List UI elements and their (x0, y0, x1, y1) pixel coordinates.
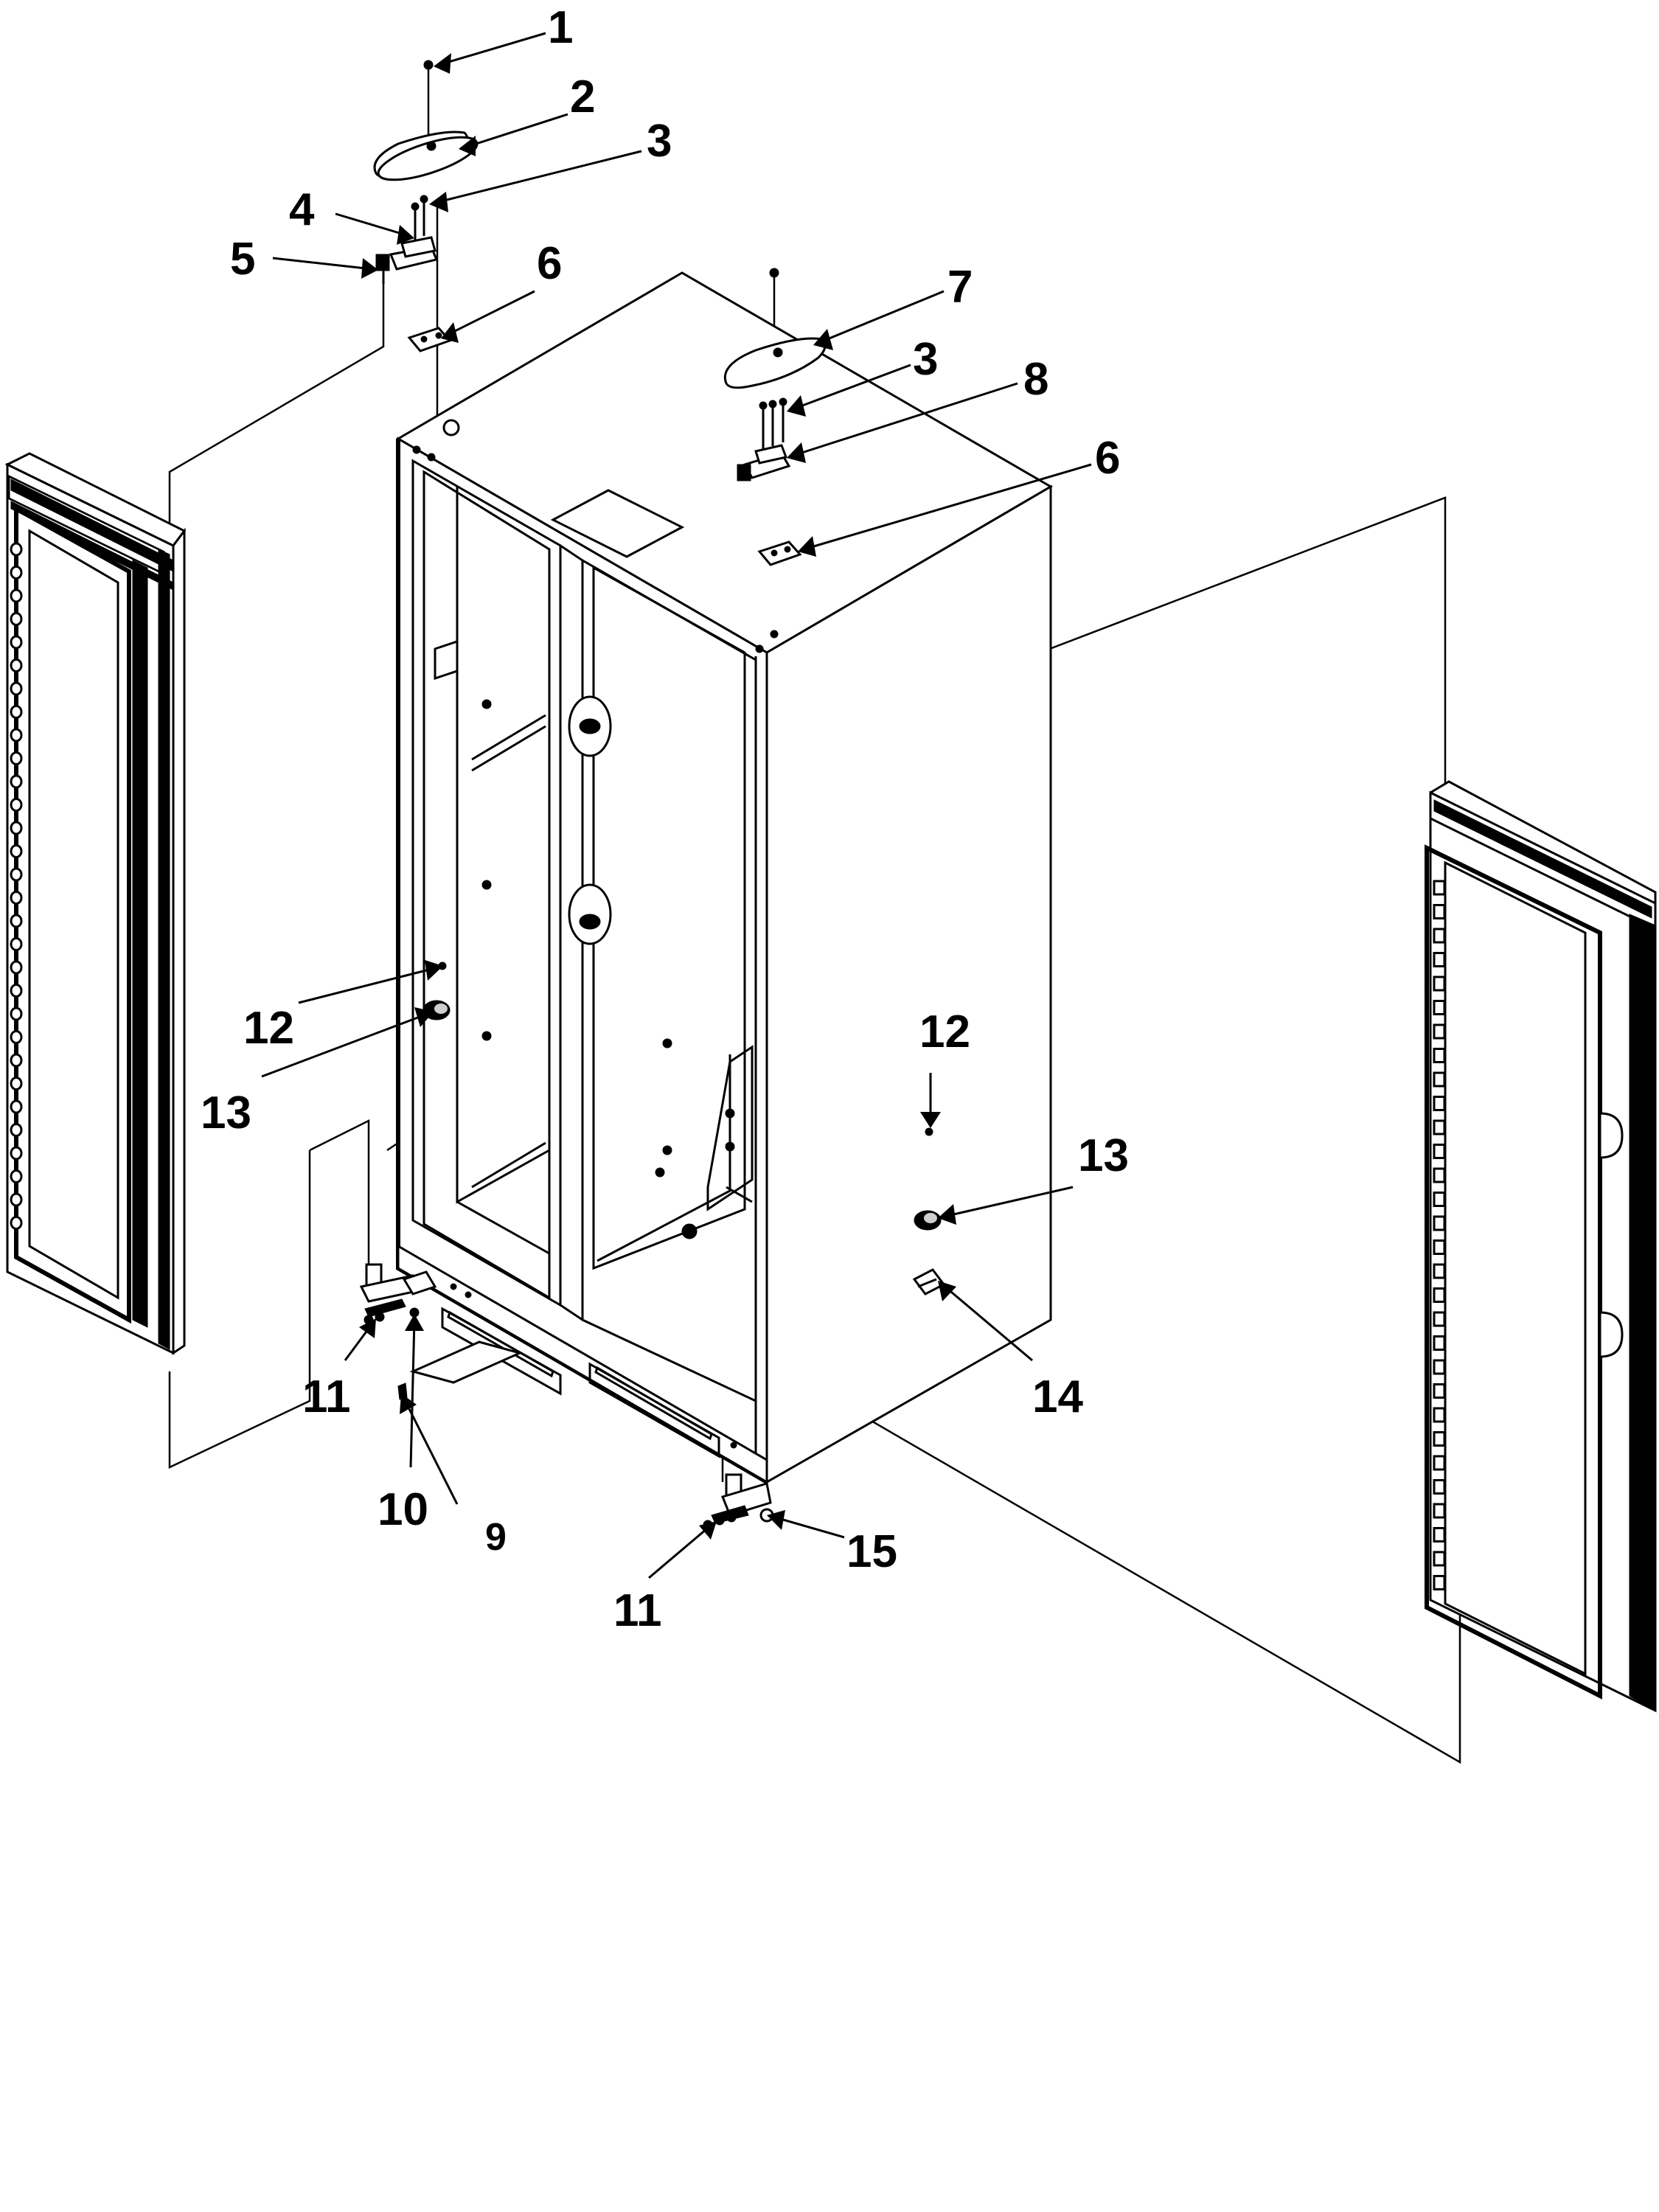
callout-13-right: 13 (1078, 1130, 1129, 1181)
shelf-slot (1433, 1311, 1446, 1327)
shelf-slot (1433, 1551, 1446, 1567)
shelf-slot (1433, 1119, 1446, 1135)
shelf-slot (10, 1053, 23, 1068)
shelf-slot (1433, 1455, 1446, 1471)
shelf-slot (10, 844, 23, 858)
refrigerator-cabinet (396, 271, 1053, 1484)
shelf-slot (1433, 975, 1446, 992)
callout-5: 5 (230, 234, 255, 285)
shelf-slot (10, 867, 23, 882)
shelf-slot (1433, 1287, 1446, 1303)
shelf-slot (10, 1146, 23, 1161)
callout-10: 10 (378, 1484, 428, 1535)
shelf-slot (10, 891, 23, 905)
shelf-slot (10, 751, 23, 765)
top-left-hinge-assembly (373, 60, 479, 352)
shelf-slot (1433, 1359, 1446, 1375)
shelf-slot (1433, 1096, 1446, 1111)
shelf-slot (1433, 1023, 1446, 1040)
callout-12: 12 (243, 1003, 294, 1054)
shelf-slot (10, 542, 23, 557)
shelf-slot (1433, 1407, 1446, 1423)
callout-2: 2 (570, 72, 595, 122)
shelf-slot (10, 588, 23, 603)
interior-screws (412, 419, 779, 1239)
shelf-slot (10, 1192, 23, 1207)
callout-9: 9 (485, 1516, 507, 1559)
shelf-slot (1433, 1335, 1446, 1351)
shelf-slot (1433, 1167, 1446, 1183)
shelf-slot (10, 1077, 23, 1091)
shelf-slot (1433, 952, 1446, 967)
left-door-shelf-slots (10, 542, 23, 1230)
shelf-slot (10, 1123, 23, 1137)
shelf-slot (1433, 1503, 1446, 1519)
shelf-slot (1433, 1215, 1446, 1231)
shelf-slot (10, 705, 23, 719)
shelf-slot (10, 984, 23, 998)
shelf-slot (10, 681, 23, 696)
callout-3-right: 3 (913, 334, 938, 385)
callout-11: 11 (302, 1371, 351, 1422)
shelf-slot (10, 1169, 23, 1183)
callout-12-right: 12 (919, 1006, 970, 1057)
shelf-slot (1433, 928, 1446, 944)
callout-labels: 1 2 3 4 5 6 7 3 8 6 12 13 12 13 14 11 10… (201, 2, 1129, 1636)
shelf-slot (1433, 1144, 1446, 1159)
callout-7: 7 (947, 262, 973, 313)
shelf-slot (10, 635, 23, 650)
left-freezer-door (4, 452, 187, 1355)
callout-6-right: 6 (1095, 433, 1120, 484)
shelf-slot (10, 728, 23, 742)
shelf-slot (1433, 1239, 1446, 1255)
shelf-slot (10, 566, 23, 580)
shelf-slot (1433, 1575, 1446, 1590)
shelf-slot (1433, 1263, 1446, 1279)
callout-4: 4 (289, 184, 315, 235)
shelf-slot (10, 960, 23, 975)
shelf-slot (1433, 904, 1446, 919)
shelf-slot (10, 937, 23, 951)
shelf-slot (1433, 1527, 1446, 1543)
callout-leaders (261, 32, 1092, 1579)
shelf-slot (10, 612, 23, 626)
callout-14: 14 (1032, 1371, 1083, 1422)
shelf-slot (10, 1006, 23, 1021)
shelf-slot (1433, 1192, 1446, 1207)
callout-1: 1 (548, 2, 573, 53)
shelf-slot (1433, 880, 1446, 896)
shelf-slot (10, 914, 23, 928)
callout-6: 6 (537, 238, 562, 289)
shelf-slot (1433, 1431, 1446, 1447)
shelf-slot (10, 1216, 23, 1230)
right-fresh-food-door (1425, 780, 1657, 1713)
bottom-left-hinge-assembly (359, 1263, 524, 1400)
callout-8: 8 (1023, 354, 1048, 405)
shelf-slot (10, 1099, 23, 1114)
shelf-slot (10, 798, 23, 812)
shelf-slot (1433, 1048, 1446, 1063)
callout-11-right: 11 (613, 1585, 662, 1636)
top-right-hinge-assembly (724, 268, 827, 566)
shelf-slot (1433, 1479, 1446, 1495)
callout-13: 13 (201, 1088, 251, 1138)
right-door-shelf-slots (1433, 880, 1446, 1590)
shelf-slot (10, 1030, 23, 1044)
shelf-slot (10, 821, 23, 835)
callout-15: 15 (846, 1526, 897, 1577)
shelf-slot (1433, 1000, 1446, 1015)
callout-3: 3 (647, 116, 672, 167)
bottom-right-hinge-assembly (703, 1473, 774, 1530)
shelf-slot (1433, 1071, 1446, 1088)
door-stop-bumps (568, 695, 612, 945)
shelf-slot (1433, 1383, 1446, 1399)
shelf-slot (10, 658, 23, 672)
shelf-slot (10, 774, 23, 789)
